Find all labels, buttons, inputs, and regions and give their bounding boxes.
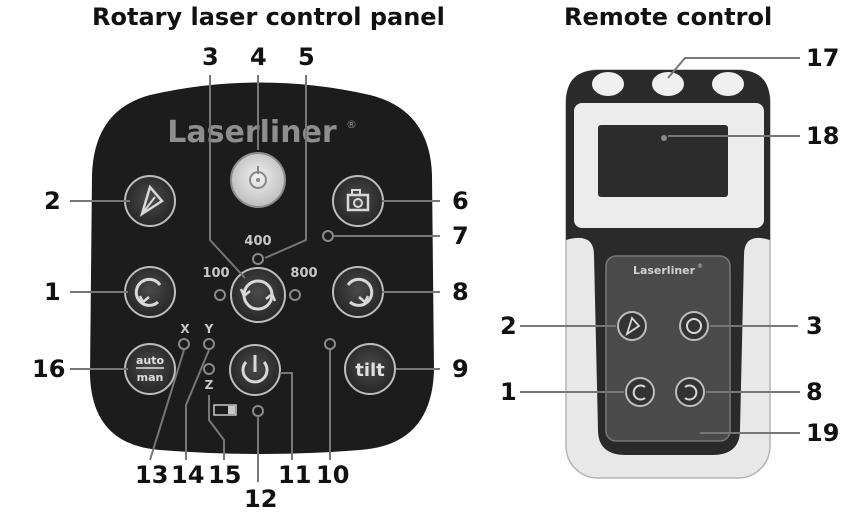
callout-4: 4 (250, 43, 267, 71)
power-icon (241, 361, 269, 384)
remote-emitter-left (592, 72, 624, 96)
callout-6: 6 (452, 187, 469, 215)
remote-callout-2: 2 (500, 312, 517, 340)
callout-2: 2 (44, 187, 61, 215)
speed-label-100: 100 (202, 266, 229, 281)
power-button[interactable] (229, 344, 281, 396)
remote-scan-button[interactable] (617, 311, 647, 341)
callout-1: 1 (44, 278, 61, 306)
auto-manual-button[interactable]: auto man (124, 343, 176, 395)
panel-registered: ® (346, 118, 357, 131)
remote-callout-lines (520, 57, 800, 434)
remote-rotate-left-button[interactable] (625, 377, 655, 407)
remote-display (598, 125, 728, 197)
rotation-speed-button[interactable] (230, 267, 286, 323)
remote-registered: ® (697, 263, 703, 270)
tilt-button[interactable]: tilt (344, 343, 396, 395)
callout-11: 11 (278, 461, 312, 489)
remote-callout-17: 17 (806, 44, 840, 72)
callout-10: 10 (316, 461, 350, 489)
remote-callout-8: 8 (806, 378, 823, 406)
callout-8: 8 (452, 278, 469, 306)
remote-title: Remote control (564, 3, 773, 31)
speed-label-400: 400 (244, 234, 271, 249)
callout-lines (70, 75, 440, 482)
triangle-icon (625, 316, 641, 337)
callout-13: 13 (135, 461, 169, 489)
battery-icon (213, 404, 237, 416)
speed-led-800 (289, 289, 301, 301)
callout-15: 15 (208, 461, 242, 489)
axis-label-x: X (180, 322, 190, 336)
rotate-right-button[interactable] (332, 266, 384, 318)
panel-title: Rotary laser control panel (92, 3, 445, 31)
triangle-icon (139, 184, 164, 217)
auto-label: auto (136, 354, 165, 367)
rotate-left-button[interactable] (124, 266, 176, 318)
battery-led (252, 405, 264, 417)
speed-led-400 (252, 253, 264, 265)
remote-rotate-right-button[interactable] (675, 377, 705, 407)
axis-label-y: Y (204, 322, 214, 336)
axis-led-x (178, 338, 190, 350)
remote-emitter-center (652, 72, 684, 96)
man-label: man (137, 371, 164, 384)
laser-on-button[interactable] (230, 152, 286, 208)
speed-led-100 (214, 289, 226, 301)
callout-7: 7 (452, 222, 469, 250)
callout-16: 16 (32, 355, 66, 383)
remote-emitter-right (712, 72, 744, 96)
axis-label-z: Z (205, 378, 214, 392)
axis-led-z (203, 363, 215, 375)
rotate-right-icon (346, 277, 374, 307)
scan-button[interactable] (124, 175, 176, 227)
callout-12: 12 (244, 485, 278, 513)
rotate-left-icon (134, 277, 162, 307)
callout-9: 9 (452, 355, 469, 383)
rotation-head-button[interactable] (332, 175, 384, 227)
callout-3: 3 (202, 43, 219, 71)
axis-led-y (203, 338, 215, 350)
callout-14: 14 (171, 461, 205, 489)
rotate-both-icon (242, 279, 274, 296)
speed-label-800: 800 (290, 266, 317, 281)
rotate-both-icon (686, 318, 702, 334)
remote-brand: Laserliner (633, 264, 696, 277)
tilt-label: tilt (355, 360, 385, 381)
rotate-right-icon (684, 384, 698, 401)
remote-callout-3: 3 (806, 312, 823, 340)
rotate-left-icon (632, 384, 646, 401)
panel-brand: Laserliner (167, 115, 337, 150)
remote-rotation-speed-button[interactable] (679, 311, 709, 341)
remote-callout-18: 18 (806, 122, 840, 150)
tilt-led (324, 338, 336, 350)
remote-callout-19: 19 (806, 419, 840, 447)
callout-5: 5 (298, 43, 315, 71)
remote-keypad (605, 255, 731, 442)
remote-callout-1: 1 (500, 378, 517, 406)
